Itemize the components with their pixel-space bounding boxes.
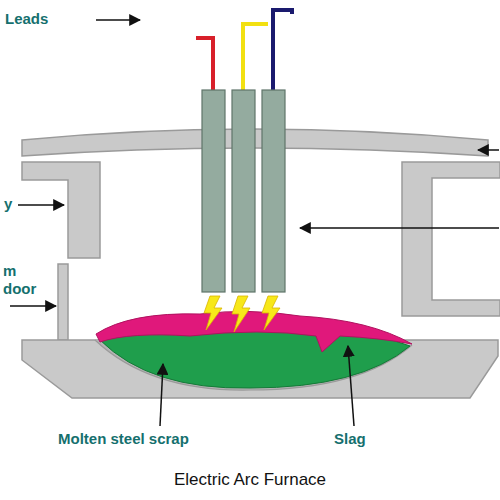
slag-layer	[96, 311, 412, 352]
leader-line	[160, 364, 163, 426]
furnace-wall	[22, 162, 100, 258]
electrode	[262, 90, 285, 292]
pointer-arrow	[18, 204, 64, 206]
arc-spark	[232, 296, 250, 332]
part-label: m door	[3, 262, 47, 298]
arc-spark	[262, 296, 280, 330]
furnace-wall	[402, 162, 500, 316]
electrode	[232, 90, 255, 292]
figure-caption: Electric Arc Furnace	[0, 470, 500, 490]
pointer-arrow	[10, 305, 56, 307]
arc-spark	[204, 296, 222, 330]
pointer-arrow	[300, 227, 499, 229]
pointer-arrow	[478, 149, 499, 151]
lead-wire	[196, 38, 213, 92]
part-label: Molten steel scrap	[58, 430, 189, 448]
lead-wire	[243, 24, 268, 92]
pointer-arrow	[96, 19, 140, 21]
leader-line	[348, 346, 354, 426]
lead-wire	[273, 10, 292, 92]
part-label: Slag	[334, 430, 366, 448]
door-frame	[58, 264, 68, 340]
part-label: y	[4, 195, 12, 213]
part-label: Leads	[5, 10, 48, 28]
electrode	[202, 90, 225, 292]
